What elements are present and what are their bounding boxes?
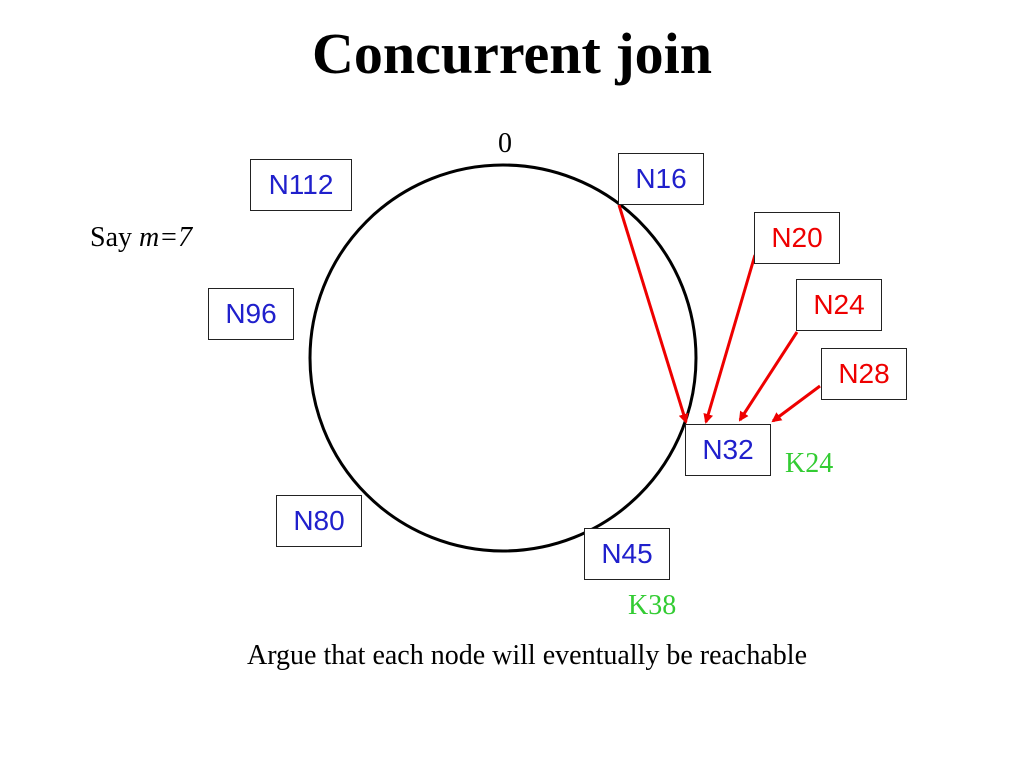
key-k24: K24 <box>785 448 834 479</box>
ring-origin-label: 0 <box>498 128 512 159</box>
node-n28: N28 <box>821 348 907 400</box>
parameter-note-prefix: Say <box>90 222 139 253</box>
node-n24: N24 <box>796 279 882 331</box>
node-n112: N112 <box>250 159 352 211</box>
arrow-n24-to-n32 <box>738 331 799 422</box>
parameter-note-expression: m=7 <box>139 222 193 253</box>
node-n20: N20 <box>754 212 840 264</box>
node-n32: N32 <box>685 424 771 476</box>
node-n80: N80 <box>276 495 362 547</box>
node-n45: N45 <box>584 528 670 580</box>
arrow-n20-to-n32 <box>703 254 757 424</box>
arrow-n16-to-n32 <box>617 204 689 424</box>
caption: Argue that each node will eventually be … <box>246 640 807 671</box>
key-k38: K38 <box>628 590 677 621</box>
arrow-n28-to-n32 <box>771 384 821 423</box>
parameter-note: Say m=7 <box>90 222 192 254</box>
node-n96: N96 <box>208 288 294 340</box>
chord-ring <box>308 163 698 553</box>
node-n16: N16 <box>618 153 704 205</box>
slide-title: Concurrent join <box>311 21 713 86</box>
